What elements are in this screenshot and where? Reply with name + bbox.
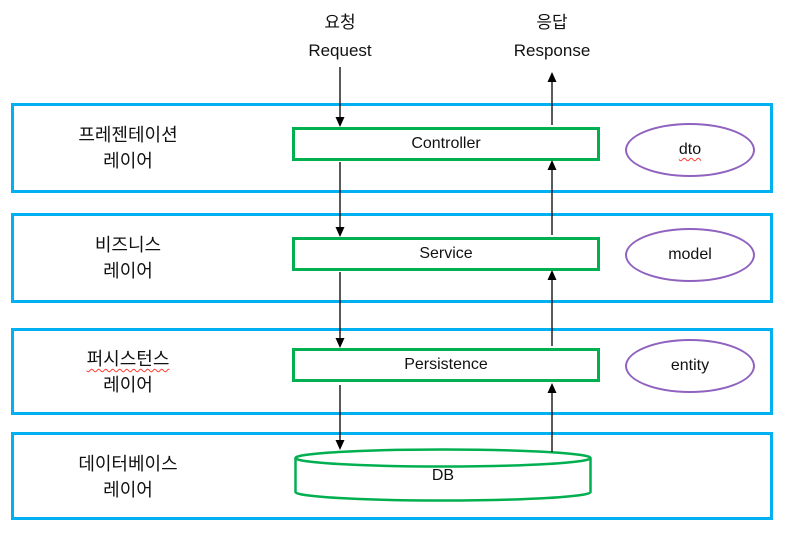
entity-ellipse: entity [625, 339, 755, 393]
layer-business-label-line2: 레이어 [103, 261, 153, 281]
db-cylinder [294, 448, 592, 502]
response-label-english: Response [513, 41, 591, 60]
layer-persistence-label: 퍼시스턴스 레이어 [28, 346, 228, 398]
service-box: Service [292, 237, 600, 271]
layer-business-label: 비즈니스 레이어 [28, 232, 228, 284]
db-cylinder-label: DB [431, 467, 455, 484]
layer-database-label-line1: 데이터베이스 [78, 454, 178, 474]
layer-presentation-label-line2: 레이어 [103, 151, 153, 171]
request-flow-label: 요청 Request [260, 9, 420, 65]
layer-persistence-label-line1: 퍼시스턴스 [86, 349, 170, 369]
layer-database-label-line2: 레이어 [103, 480, 153, 500]
controller-box-label: Controller [411, 135, 481, 152]
layer-presentation-label-line1: 프레젠테이션 [78, 125, 178, 145]
service-box-label: Service [419, 245, 473, 262]
response-flow-label: 응답 Response [472, 9, 632, 65]
model-ellipse-label: model [668, 246, 712, 263]
model-ellipse: model [625, 228, 755, 282]
persistence-box-label: Persistence [404, 356, 488, 373]
request-label-korean: 요청 [324, 13, 356, 32]
layer-persistence-label-line2: 레이어 [103, 375, 153, 395]
controller-box: Controller [292, 127, 600, 161]
dto-ellipse: dto [625, 123, 755, 177]
request-label-english: Request [308, 41, 372, 60]
response-label-korean: 응답 [536, 13, 568, 32]
layer-database-label: 데이터베이스 레이어 [28, 451, 228, 503]
dto-ellipse-label: dto [678, 141, 702, 158]
layer-presentation-label: 프레젠테이션 레이어 [28, 122, 228, 174]
entity-ellipse-label: entity [670, 357, 710, 374]
layer-business-label-line1: 비즈니스 [94, 235, 162, 255]
persistence-box: Persistence [292, 348, 600, 382]
